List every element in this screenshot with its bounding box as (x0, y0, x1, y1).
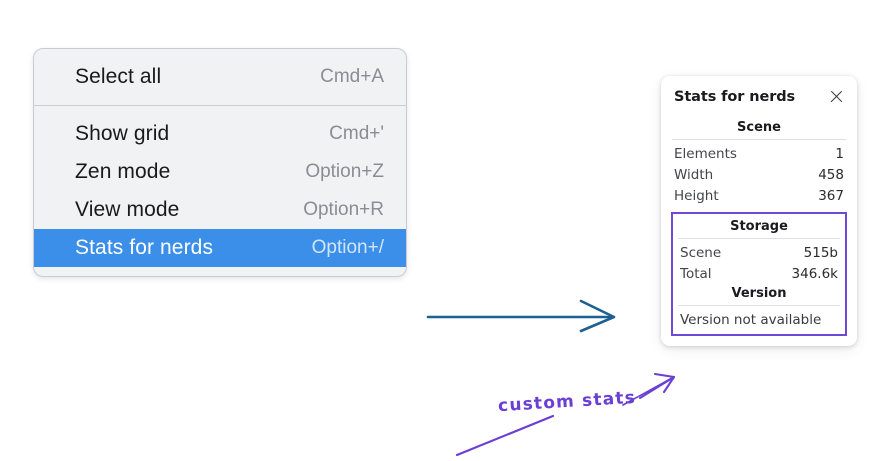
stat-key: Elements (674, 145, 737, 162)
stats-for-nerds-panel: Stats for nerds Scene Elements 1 Width 4… (661, 76, 857, 346)
menu-item-shortcut: Cmd+' (329, 123, 384, 144)
menu-item-label: Select all (75, 65, 162, 88)
stat-value: 1 (835, 145, 844, 162)
menu-item-shortcut: Cmd+A (320, 66, 384, 87)
section-divider (678, 305, 840, 306)
stat-row: Scene 515b (677, 242, 841, 263)
section-divider (678, 238, 840, 239)
menu-item-stats-for-nerds[interactable]: Stats for nerds Option+/ (34, 229, 406, 267)
stat-key: Total (680, 265, 712, 282)
panel-title: Stats for nerds (674, 88, 796, 105)
stat-key: Height (674, 187, 719, 204)
version-text: Version not available (680, 312, 822, 328)
underline-stroke (455, 414, 555, 457)
close-icon[interactable] (828, 88, 845, 105)
menu-item-view-mode[interactable]: View mode Option+R (34, 191, 406, 229)
canvas-context-menu[interactable]: Select all Cmd+A Show grid Cmd+' Zen mod… (33, 48, 407, 277)
stat-value: 367 (818, 187, 844, 204)
stat-row: Width 458 (671, 164, 847, 185)
stat-row: Elements 1 (671, 143, 847, 164)
section-scene: Scene Elements 1 Width 458 Height 367 (671, 118, 847, 206)
menu-item-zen-mode[interactable]: Zen mode Option+Z (34, 153, 406, 191)
arrow-right-icon (426, 299, 616, 333)
section-storage: Storage Scene 515b Total 346.6k (677, 217, 841, 284)
menu-item-select-all[interactable]: Select all Cmd+A (34, 58, 406, 96)
menu-item-label: Show grid (75, 122, 170, 145)
section-version: Version Version not available (677, 284, 841, 328)
menu-item-shortcut: Option+R (303, 199, 384, 220)
menu-item-label: View mode (75, 198, 180, 221)
handwritten-annotation-label: custom stats (497, 387, 637, 417)
section-heading-version: Version (731, 286, 787, 301)
stat-row: Total 346.6k (677, 263, 841, 284)
menu-item-shortcut: Option+Z (305, 161, 384, 182)
menu-group-1: Select all Cmd+A (34, 49, 406, 105)
stat-row: Height 367 (671, 185, 847, 206)
panel-header: Stats for nerds (671, 88, 847, 105)
stat-key: Width (674, 166, 714, 183)
menu-item-label: Zen mode (75, 160, 171, 183)
section-heading-storage: Storage (730, 219, 788, 234)
menu-item-label: Stats for nerds (75, 236, 214, 259)
stat-value: 515b (803, 244, 838, 261)
section-divider (672, 139, 846, 140)
section-heading-scene: Scene (737, 120, 781, 135)
stat-value: 346.6k (791, 265, 838, 282)
menu-group-2: Show grid Cmd+' Zen mode Option+Z View m… (34, 105, 406, 276)
stat-value: 458 (818, 166, 844, 183)
menu-item-shortcut: Option+/ (311, 237, 384, 258)
menu-item-show-grid[interactable]: Show grid Cmd+' (34, 115, 406, 153)
stat-key: Scene (680, 244, 722, 261)
custom-stats-highlight-box: Storage Scene 515b Total 346.6k Version … (671, 212, 847, 336)
